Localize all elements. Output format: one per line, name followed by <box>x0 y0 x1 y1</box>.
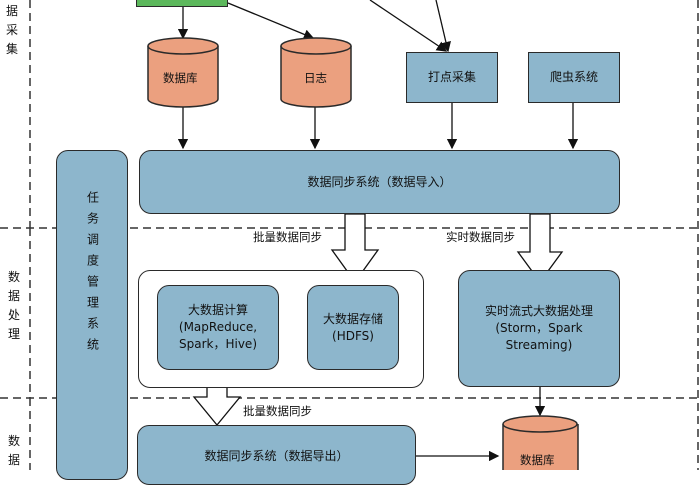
bigdata-storage-box: 大数据存储 (HDFS) <box>307 285 399 370</box>
section-label-output: 数据 <box>7 434 20 467</box>
section-dividers <box>0 0 700 470</box>
bigdata-storage-label: 大数据存储 (HDFS) <box>322 311 383 343</box>
tracking-box: 打点采集 <box>406 52 498 103</box>
stream-processing-box: 实时流式大数据处理 (Storm，Spark Streaming) <box>458 270 620 387</box>
realtime-sync-hollow-arrow <box>516 213 564 284</box>
section-label-collection: 据采集 <box>5 4 18 56</box>
crawler-label: 爬虫系统 <box>549 70 598 84</box>
batch-sync-label: 批量数据同步 <box>253 230 322 244</box>
scheduler-label: 任务调度管理系统 <box>85 191 100 359</box>
stream-processing-label: 实时流式大数据处理 (Storm，Spark Streaming) <box>484 304 593 352</box>
batch-sync-hollow-arrow <box>330 213 380 284</box>
batch-sync-label-2: 批量数据同步 <box>243 404 312 418</box>
database-cylinder <box>147 37 219 108</box>
sync-import-label: 数据同步系统（数据导入） <box>307 174 452 189</box>
bigdata-compute-label: 大数据计算 (MapReduce, Spark，Hive) <box>178 303 258 351</box>
sync-export-box: 数据同步系统（数据导出） <box>137 425 416 485</box>
log-label: 日志 <box>304 71 327 85</box>
output-db-label: 数据库 <box>520 453 555 467</box>
sync-export-label: 数据同步系统（数据导出） <box>204 449 349 463</box>
bigdata-compute-box: 大数据计算 (MapReduce, Spark，Hive) <box>157 285 279 370</box>
section-label-processing: 数据处理 <box>7 270 20 341</box>
tracking-label: 打点采集 <box>427 70 476 84</box>
log-cylinder <box>280 37 352 108</box>
top-source-box <box>136 0 228 7</box>
cylinders-layer <box>147 37 579 470</box>
output-db-cylinder <box>502 415 579 470</box>
crawler-box: 爬虫系统 <box>528 52 620 103</box>
database-label: 数据库 <box>163 71 198 85</box>
realtime-sync-label: 实时数据同步 <box>446 230 515 244</box>
sync-import-box: 数据同步系统（数据导入） <box>139 150 620 214</box>
